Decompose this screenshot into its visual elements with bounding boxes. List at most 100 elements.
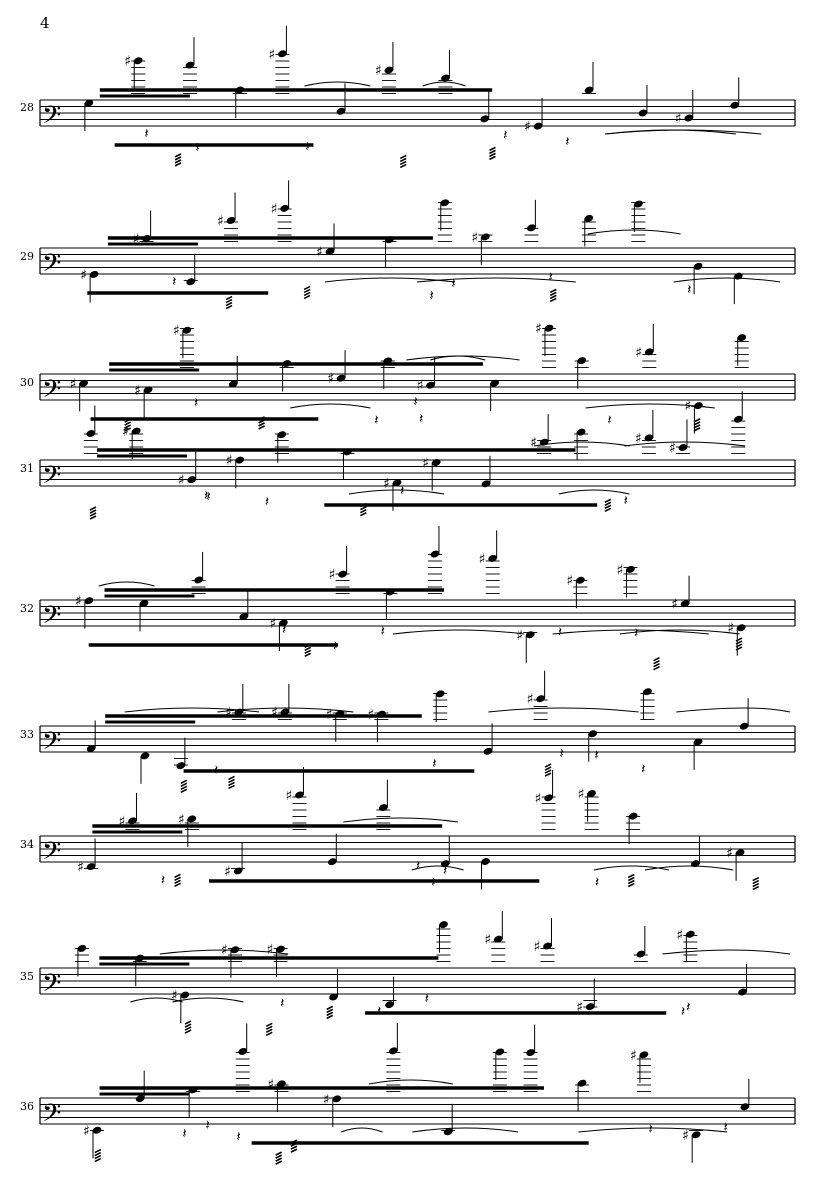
bass-clef: 𝄢 xyxy=(42,1099,61,1134)
tremolo-stroke xyxy=(627,879,635,885)
notehead xyxy=(441,74,450,82)
notehead xyxy=(143,386,153,394)
notehead xyxy=(336,107,346,115)
sharp-accidental: ♯ xyxy=(226,453,233,469)
sharp-accidental: ♯ xyxy=(417,378,424,394)
notehead xyxy=(233,867,243,875)
bass-clef: 𝄢 xyxy=(42,837,61,872)
tremolo-stroke xyxy=(290,1139,298,1144)
rest: 𝄽 xyxy=(429,288,433,304)
notehead xyxy=(481,480,491,488)
tremolo-stroke xyxy=(693,427,701,432)
measure-number-33: 33 xyxy=(20,728,34,741)
tremolo-stroke xyxy=(174,876,181,882)
tremolo-stroke xyxy=(225,304,233,310)
tie xyxy=(412,1127,519,1133)
notehead xyxy=(644,434,654,442)
sharp-accidental: ♯ xyxy=(533,939,540,955)
notehead xyxy=(493,935,503,943)
tremolo-stroke xyxy=(627,873,635,879)
sharp-accidental: ♯ xyxy=(471,230,478,246)
notehead xyxy=(377,710,386,718)
sharp-accidental: ♯ xyxy=(327,371,334,387)
page-number: 4 xyxy=(40,14,50,32)
tremolo-stroke xyxy=(174,882,181,888)
sharp-accidental: ♯ xyxy=(285,788,292,804)
tremolo-stroke xyxy=(94,1151,102,1157)
rest: 𝄽 xyxy=(641,762,645,778)
sharp-accidental: ♯ xyxy=(267,1077,274,1093)
rest: 𝄽 xyxy=(681,1004,685,1020)
measure-number-29: 29 xyxy=(20,250,34,263)
notehead xyxy=(488,554,498,562)
sharp-accidental: ♯ xyxy=(83,1123,90,1139)
rest: 𝄽 xyxy=(723,1119,727,1135)
tremolo-stroke xyxy=(304,649,312,655)
tremolo-stroke xyxy=(489,155,496,161)
rest: 𝄽 xyxy=(431,875,435,891)
tremolo-stroke xyxy=(94,1157,102,1163)
tremolo-stroke xyxy=(549,297,557,303)
rest: 𝄽 xyxy=(432,756,436,772)
sharp-accidental: ♯ xyxy=(375,63,382,79)
notehead xyxy=(636,950,646,958)
sharp-accidental: ♯ xyxy=(524,119,531,135)
sharp-accidental: ♯ xyxy=(682,1128,689,1144)
bass-clef: 𝄢 xyxy=(42,601,61,636)
rest: 𝄽 xyxy=(305,139,309,155)
notehead xyxy=(329,993,338,1001)
notehead xyxy=(481,858,490,865)
rest: 𝄽 xyxy=(381,623,385,639)
tremolo-stroke xyxy=(653,665,660,671)
sharp-accidental: ♯ xyxy=(422,456,429,472)
tremolo-stroke xyxy=(360,502,367,508)
tremolo-stroke xyxy=(735,646,743,651)
notehead xyxy=(336,374,346,382)
sharp-accidental: ♯ xyxy=(178,473,185,489)
notehead xyxy=(84,99,94,107)
tie xyxy=(304,81,371,87)
tie xyxy=(368,1079,453,1085)
notehead xyxy=(79,379,89,387)
tie xyxy=(343,817,459,823)
notehead xyxy=(526,224,536,232)
sharp-accidental: ♯ xyxy=(566,573,573,589)
tremolo-stroke xyxy=(304,646,312,652)
tie xyxy=(124,707,260,713)
sharp-accidental: ♯ xyxy=(268,47,275,63)
bass-clef: 𝄢 xyxy=(42,969,61,1004)
tie xyxy=(422,81,466,87)
rest: 𝄽 xyxy=(214,763,218,779)
sharp-accidental: ♯ xyxy=(269,616,276,632)
sharp-accidental: ♯ xyxy=(676,927,683,943)
notehead xyxy=(533,122,543,130)
notehead xyxy=(439,921,448,929)
rest: 𝄽 xyxy=(634,626,638,642)
sharp-accidental: ♯ xyxy=(133,232,140,248)
rest: 𝄽 xyxy=(595,874,599,890)
rest: 𝄽 xyxy=(607,412,611,428)
tremolo-stroke xyxy=(290,1142,298,1147)
bass-clef: 𝄢 xyxy=(42,101,61,136)
notehead xyxy=(385,1001,394,1009)
sharp-accidental: ♯ xyxy=(173,323,180,339)
tremolo-stroke xyxy=(265,1025,273,1030)
measure-number-30: 30 xyxy=(20,376,34,389)
tie xyxy=(593,865,670,871)
tie xyxy=(619,629,740,635)
tremolo-stroke xyxy=(326,1014,334,1020)
tremolo-stroke xyxy=(228,778,235,784)
sharp-accidental: ♯ xyxy=(267,942,274,958)
rest: 𝄽 xyxy=(451,276,455,292)
tremolo-stroke xyxy=(627,876,635,882)
tremolo-stroke xyxy=(275,1160,283,1165)
notehead xyxy=(440,860,450,868)
tremolo-stroke xyxy=(174,873,181,879)
tremolo-stroke xyxy=(752,876,760,882)
notehead xyxy=(544,794,553,802)
tremolo-stroke xyxy=(180,785,188,791)
notehead xyxy=(176,762,186,770)
bass-clef: 𝄢 xyxy=(42,249,61,284)
sharp-accidental: ♯ xyxy=(329,567,336,583)
tie xyxy=(130,997,183,1003)
